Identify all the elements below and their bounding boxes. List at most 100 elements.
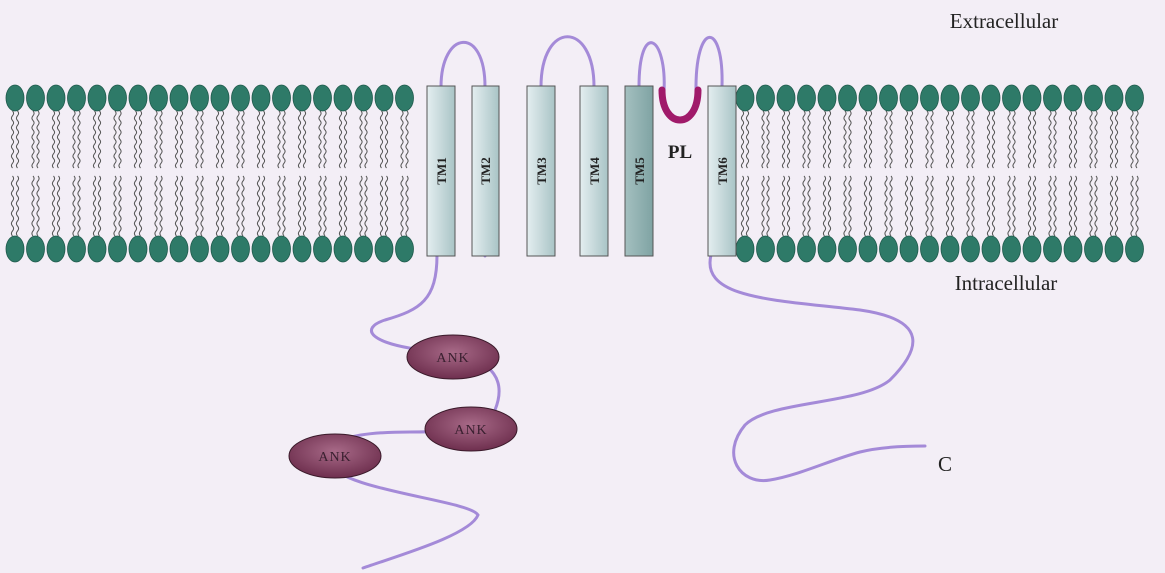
lipid-tail (1049, 176, 1051, 236)
lipid-tail (237, 111, 239, 168)
lipid-head (252, 236, 270, 262)
lipid-head (293, 236, 311, 262)
lipid-tail (931, 111, 933, 168)
lipid-tail (946, 176, 948, 236)
lipid-head (375, 236, 393, 262)
lipid-tail (885, 176, 887, 236)
lipid-tail (93, 111, 95, 168)
lipid-tail (16, 176, 18, 236)
lipid-head (396, 236, 414, 262)
lipid-tail (237, 176, 239, 236)
lipid-tail (741, 111, 743, 168)
lipid-head (109, 236, 127, 262)
lipid-head (962, 236, 980, 262)
lipid-tail (52, 176, 54, 236)
lipid-tail (808, 176, 810, 236)
lipid-head (921, 85, 939, 111)
lipid-head (1085, 85, 1103, 111)
lipid-tail (1069, 176, 1071, 236)
ankyrin-repeat-1-label: ANK (436, 351, 469, 366)
lipid-tail (1110, 111, 1112, 168)
lipid-tail (1028, 176, 1030, 236)
lipid-tail (16, 111, 18, 168)
lipid-head (777, 236, 795, 262)
lipid-tail (1013, 176, 1015, 236)
helix-tm6-label: TM6 (715, 157, 730, 185)
lipid-tail (1008, 111, 1010, 168)
lipid-tail (905, 176, 907, 236)
lipid-head (1044, 236, 1062, 262)
lipid-head (129, 85, 147, 111)
helix-tm2-label: TM2 (478, 157, 493, 184)
lipid-tail (37, 176, 39, 236)
loop-tm5-pore (639, 43, 664, 92)
lipid-tail (762, 111, 764, 168)
lipid-head (1044, 85, 1062, 111)
lipid-head (1003, 236, 1021, 262)
lipid-tail (57, 111, 59, 168)
helix-tm4-label: TM4 (587, 157, 602, 185)
lipid-head (334, 85, 352, 111)
lipid-tail (406, 176, 408, 236)
lipid-tail (119, 111, 121, 168)
lipid-tail (360, 176, 362, 236)
lipid-tail (119, 176, 121, 236)
lipid-tail (283, 111, 285, 168)
lipid-tail (1115, 176, 1117, 236)
lipid-tail (890, 111, 892, 168)
lipid-tail (931, 176, 933, 236)
lipid-tail (401, 111, 403, 168)
lipid-tail (967, 176, 969, 236)
extracellular-label: Extracellular (950, 9, 1058, 33)
lipid-tail (257, 176, 259, 236)
lipid-head (880, 236, 898, 262)
lipid-tail (1131, 176, 1133, 236)
lipid-tail (180, 176, 182, 236)
lipid-head (273, 236, 291, 262)
lipid-tail (134, 111, 136, 168)
ankyrin-repeat-3-label: ANK (318, 450, 351, 465)
lipid-tail (155, 176, 157, 236)
lipid-tail (73, 176, 75, 236)
lipid-tail (746, 111, 748, 168)
lipid-tail (201, 111, 203, 168)
lipid-tail (1013, 111, 1015, 168)
lipid-tail (365, 176, 367, 236)
lipid-tail (160, 111, 162, 168)
lipid-head (900, 236, 918, 262)
ankyrin-repeat-2-label: ANK (454, 423, 487, 438)
lipid-head (777, 85, 795, 111)
lipid-head (921, 236, 939, 262)
lipid-head (798, 85, 816, 111)
lipid-head (962, 85, 980, 111)
lipid-tail (1008, 176, 1010, 236)
lipid-tail (278, 176, 280, 236)
lipid-head (1064, 236, 1082, 262)
lipid-tail (139, 176, 141, 236)
lipid-tail (1049, 111, 1051, 168)
c-terminus-label: C (938, 452, 952, 476)
lipid-tail (987, 176, 989, 236)
lipid-tail (1090, 111, 1092, 168)
lipid-head (1023, 236, 1041, 262)
lipid-tail (78, 176, 80, 236)
lipid-tail (1074, 176, 1076, 236)
helix-tm3-label: TM3 (534, 157, 549, 185)
lipid-tail (992, 176, 994, 236)
lipid-tail (869, 111, 871, 168)
lipid-tail (242, 176, 244, 236)
lipid-tail (98, 176, 100, 236)
lipid-head (355, 85, 373, 111)
lipid-tail (1054, 176, 1056, 236)
lipid-tail (972, 176, 974, 236)
lipid-tail (926, 176, 928, 236)
lipid-tail (823, 176, 825, 236)
lipid-tail (946, 111, 948, 168)
lipid-tail (890, 176, 892, 236)
lipid-tail (849, 111, 851, 168)
lipid-tail (57, 176, 59, 236)
lipid-tail (1069, 111, 1071, 168)
lipid-tail (134, 176, 136, 236)
lipid-head (736, 85, 754, 111)
